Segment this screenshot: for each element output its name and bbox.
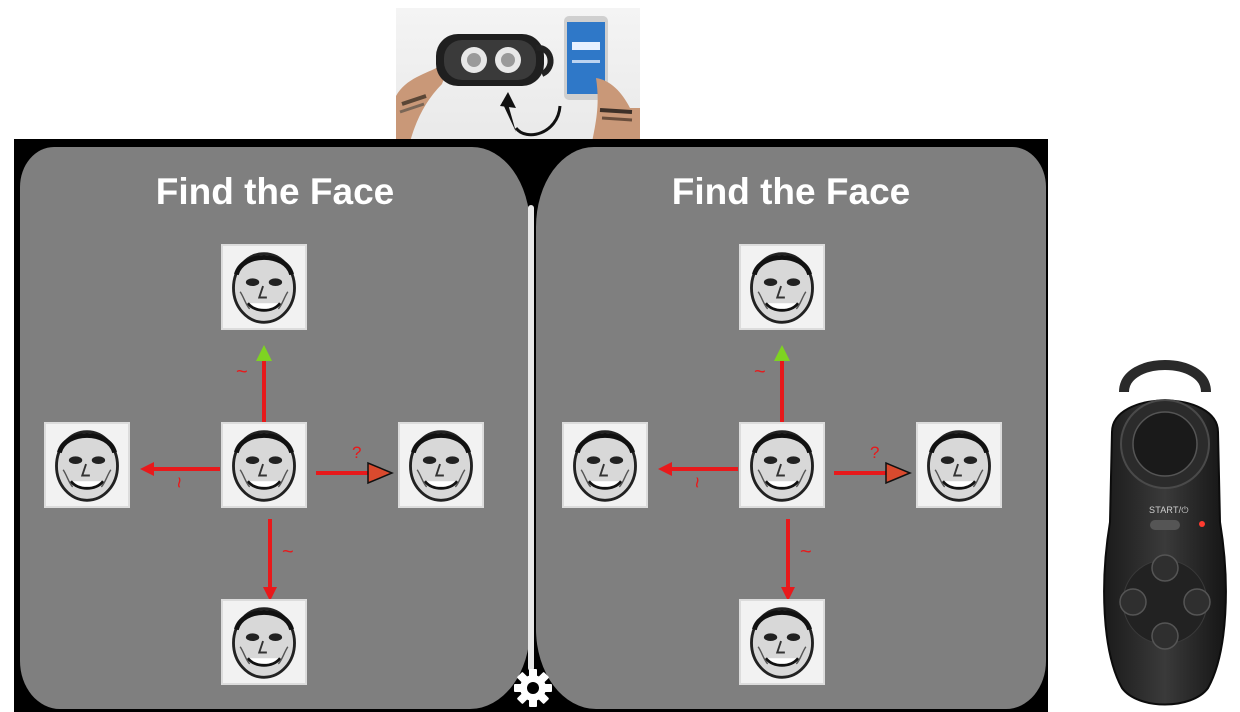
gear-icon[interactable]	[512, 667, 554, 709]
face-icon	[741, 246, 823, 328]
face-icon	[741, 601, 823, 683]
face-right[interactable]	[916, 422, 1002, 508]
face-icon	[46, 424, 128, 506]
face-icon	[223, 424, 305, 506]
face-left[interactable]	[562, 422, 648, 508]
right-right-label: ?	[870, 443, 879, 463]
face-top[interactable]	[739, 244, 825, 330]
vr-stereo-view: Find the Face ~ ~ ? ~	[14, 139, 1048, 712]
start-button-label: START/⏻	[1149, 505, 1189, 516]
left-eye-view: Find the Face ~ ~ ? ~	[20, 147, 530, 709]
right-eye-view: Find the Face ~ ~ ? ~	[536, 147, 1046, 709]
face-left[interactable]	[44, 422, 130, 508]
face-bottom[interactable]	[221, 599, 307, 685]
right-left-label: ~	[684, 477, 707, 489]
eye-divider	[528, 205, 534, 671]
left-down-label: ~	[282, 541, 294, 564]
face-right[interactable]	[398, 422, 484, 508]
left-left-label: ~	[166, 477, 189, 489]
left-right-label: ?	[352, 443, 361, 463]
face-icon	[918, 424, 1000, 506]
left-up-label: ~	[236, 361, 248, 384]
face-icon	[741, 424, 823, 506]
headset-phone-photo	[396, 8, 640, 142]
face-center[interactable]	[739, 422, 825, 508]
right-down-label: ~	[800, 541, 812, 564]
right-up-label: ~	[754, 361, 766, 384]
bluetooth-gamepad-controller	[1098, 352, 1232, 708]
face-icon	[223, 601, 305, 683]
face-bottom[interactable]	[739, 599, 825, 685]
face-top[interactable]	[221, 244, 307, 330]
face-icon	[564, 424, 646, 506]
face-center[interactable]	[221, 422, 307, 508]
face-icon	[223, 246, 305, 328]
face-icon	[400, 424, 482, 506]
